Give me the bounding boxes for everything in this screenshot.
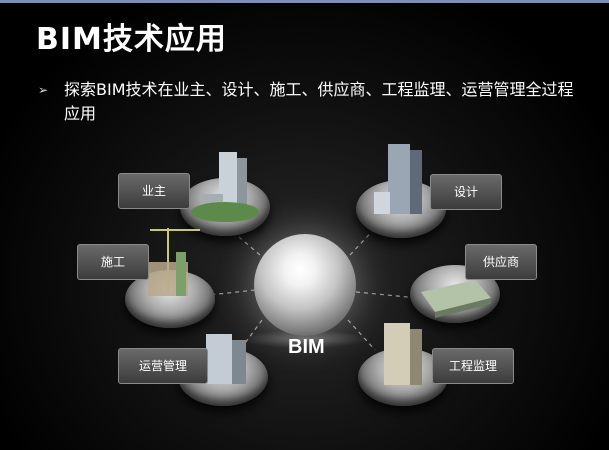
node-label-supplier: 供应商 — [465, 244, 537, 280]
node-label-design: 设计 — [430, 174, 502, 210]
connector-construction — [199, 289, 256, 297]
building-construction-icon — [148, 228, 200, 296]
bim-center-orb — [254, 234, 356, 336]
top-accent-line — [0, 0, 609, 3]
node-label-construction: 施工 — [77, 244, 149, 280]
slide-title: BIM技术应用 — [36, 22, 227, 57]
building-supplier-icon — [421, 280, 491, 318]
bullet-text: 探索BIM技术在业主、设计、施工、供应商、工程监理、运营管理全过程应用 — [64, 80, 574, 123]
building-operation-icon — [206, 334, 246, 384]
connector-operation — [239, 319, 263, 351]
building-owner-icon — [191, 152, 259, 222]
connector-supplier — [355, 291, 419, 299]
node-label-owner: 业主 — [118, 173, 190, 209]
bim-center-label: BIM — [288, 336, 325, 358]
bullet-arrow-icon: ➢ — [38, 83, 49, 97]
node-label-operation: 运营管理 — [118, 348, 208, 384]
bullet-point: ➢ 探索BIM技术在业主、设计、施工、供应商、工程监理、运营管理全过程应用 — [38, 78, 578, 126]
connector-supervision — [347, 319, 376, 351]
node-label-supervision: 工程监理 — [432, 348, 514, 384]
building-design-icon — [374, 144, 422, 214]
bim-orb-reflection — [240, 330, 370, 348]
building-supervision-icon — [384, 323, 422, 385]
